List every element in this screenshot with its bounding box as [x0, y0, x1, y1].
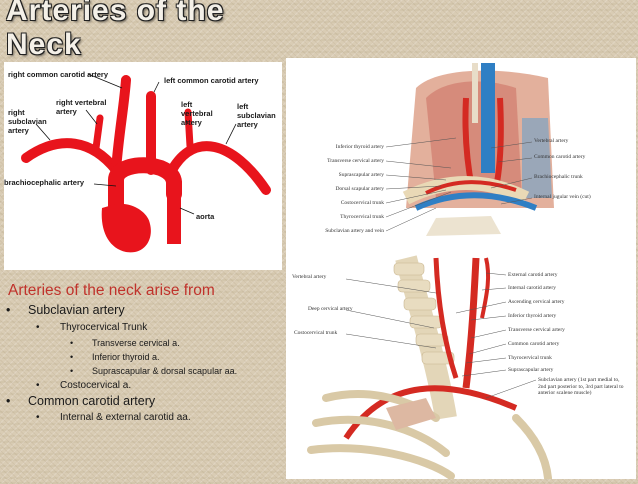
list-item: • Inferior thyroid a.	[70, 352, 160, 362]
label-brachiocephalic-trunk: Brachiocephalic trunk	[534, 174, 583, 180]
left-vertebral-artery-shape	[184, 108, 194, 150]
label-costocervical-trunk-top: Costocervical trunk	[340, 200, 384, 206]
right-subclavian-artery-shape	[21, 138, 121, 175]
label-left-vertebral: left vertebral artery	[181, 100, 213, 127]
label-thyrocervical-trunk-top: Thyrocervical trunk	[340, 214, 384, 220]
label-internal-carotid-artery: Internal carotid artery	[508, 285, 556, 291]
label-inferior-thyroid-artery-bottom: Inferior thyroid artery	[508, 313, 557, 319]
aortic-arch-diagram: right common carotid artery left common …	[4, 62, 282, 270]
list-item: • Subclavian artery	[6, 303, 125, 317]
label-right-common-carotid: right common carotid artery	[8, 70, 109, 79]
label-subclavian-artery-and-vein: Subclavian artery and vein	[325, 228, 384, 234]
label-deep-cervical-artery: Deep cervical artery	[308, 306, 353, 312]
label-common-carotid-artery-top: Common carotid artery	[534, 154, 586, 160]
label-external-carotid-artery: External carotid artery	[508, 272, 558, 278]
section-heading: Arteries of the neck arise from	[8, 282, 215, 299]
label-thyrocervical-trunk-bottom: Thyrocervical trunk	[508, 355, 552, 361]
label-suprascapular-artery-bottom: Suprascapular artery	[508, 367, 554, 373]
list-item: • Transverse cervical a.	[70, 338, 180, 348]
label-right-vertebral: right vertebral artery	[56, 98, 107, 116]
label-inferior-thyroid-artery: Inferior thyroid artery	[335, 144, 384, 150]
label-left-subclavian: left subclavian artery	[237, 102, 276, 129]
label-subclavian-artery-parts: Subclavian artery (1st part medial to, 2…	[538, 377, 624, 396]
label-brachiocephalic: brachiocephalic artery	[4, 178, 85, 187]
list-item: • Common carotid artery	[6, 394, 156, 408]
aortic-arch-shape	[108, 157, 182, 220]
label-transverse-cervical-artery-bottom: Transverse cervical artery	[508, 327, 565, 333]
label-right-subclavian: right subclavian artery	[8, 108, 47, 135]
label-internal-jugular-vein: Internal jugular vein (cut)	[534, 194, 591, 200]
right-vertebral-artery-shape	[92, 114, 104, 152]
label-left-common-carotid: left common carotid artery	[164, 76, 259, 85]
label-aorta: aorta	[196, 212, 215, 221]
label-vertebral-artery-bottom: Vertebral artery	[292, 274, 327, 280]
anatomy-illustration: Inferior thyroid artery Transverse cervi…	[286, 58, 636, 482]
slide-title: Arteries of the Neck	[6, 0, 225, 61]
list-item: • Costocervical a.	[36, 380, 132, 391]
lower-neck-view	[307, 255, 552, 482]
aortic-arch-drawing	[21, 73, 271, 253]
label-transverse-cervical-artery: Transverse cervical artery	[327, 158, 384, 164]
list-item: • Internal & external carotid aa.	[36, 412, 191, 423]
descending-aorta-shape	[167, 186, 181, 244]
left-subclavian-artery-shape	[167, 141, 271, 195]
right-common-carotid-shape	[111, 75, 131, 175]
ascending-aorta-shape	[101, 203, 151, 253]
list-item: • Suprascapular & dorsal scapular aa.	[70, 366, 238, 376]
label-costocervical-trunk-bottom: Costocervical trunk	[294, 330, 338, 336]
label-suprascapular-artery: Suprascapular artery	[338, 172, 384, 178]
list-item: • Thyrocervical Trunk	[36, 322, 148, 333]
upper-neck-view	[402, 63, 554, 236]
anatomy-drawing	[307, 63, 554, 482]
label-ascending-cervical-artery: Ascending cervical artery	[508, 299, 565, 305]
label-common-carotid-artery-bottom: Common carotid artery	[508, 341, 560, 347]
label-dorsal-scapular-artery: Dorsal scapular artery	[335, 186, 384, 192]
label-vertebral-artery-top: Vertebral artery	[534, 138, 569, 144]
